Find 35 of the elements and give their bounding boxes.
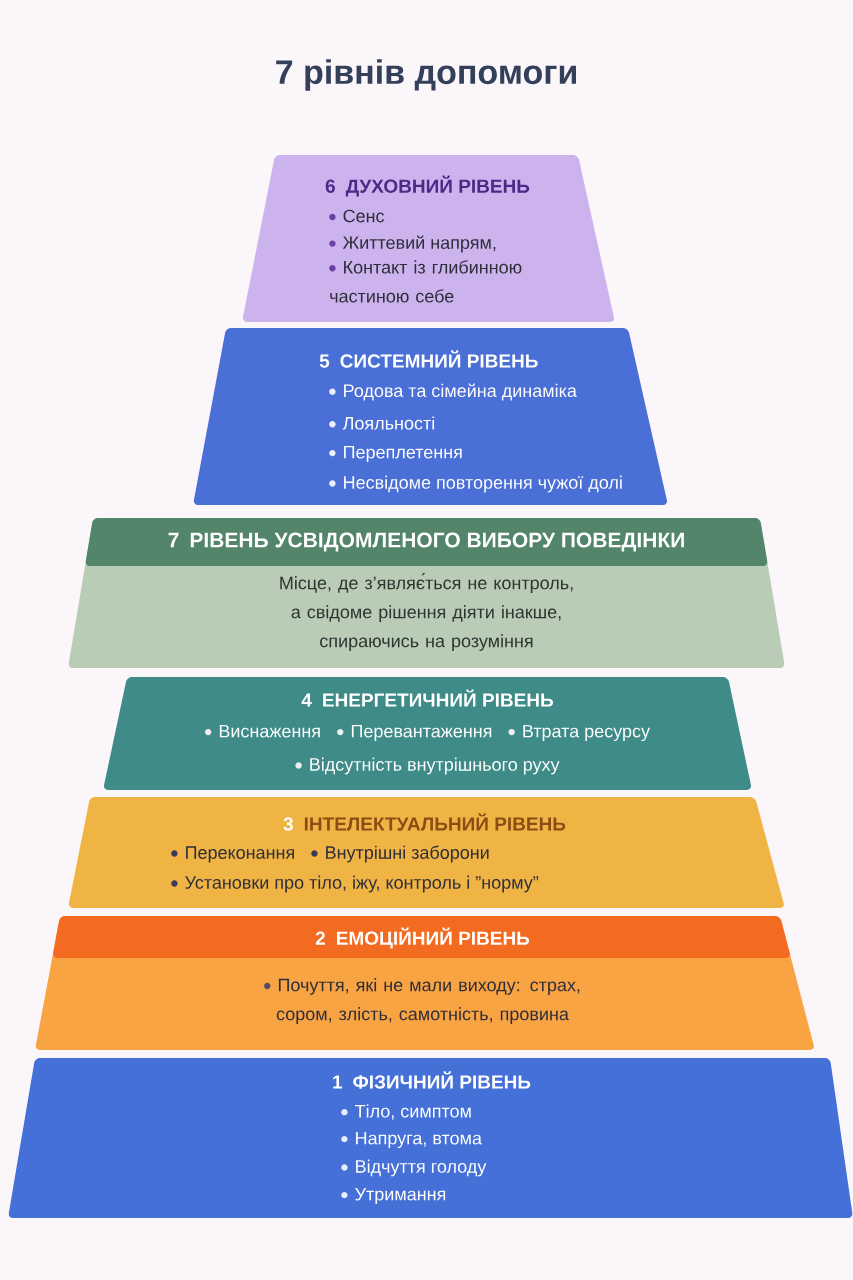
level-heading: ДУХОВНИЙ РІВЕНЬ	[345, 175, 530, 197]
level-heading: ФІЗИЧНИЙ РІВЕНЬ	[353, 1071, 531, 1089]
level-heading: ЕМОЦІЙНИЙ РІВЕНЬ	[337, 927, 530, 949]
bullet-item: Несвідоме повторення чужої долі	[329, 475, 622, 493]
bullet-item: Родова та сімейна динаміка	[329, 383, 577, 401]
level-number: 1	[333, 1075, 343, 1089]
level-heading: СИСТЕМНИЙ РІВЕНЬ	[340, 350, 538, 368]
bullet-item: Переконання	[171, 846, 294, 863]
bullet-item: Напруга, втома	[341, 1131, 482, 1149]
bullet-item: Сенс	[329, 209, 385, 223]
bullet-item: Перевантаження	[337, 724, 492, 742]
bullet-item: Утримання	[341, 1187, 446, 1205]
bullet-item: Контакт із глибинною частиною себе	[329, 260, 522, 303]
bullet-item: Внутрішні заборони	[311, 845, 489, 863]
bullet-item: Переплетення	[329, 445, 462, 463]
bullet-item: Виснаження	[204, 724, 320, 738]
description-text: Місце, де з’являє́ться не контроль, а свідоме рішення діяти інакше, спираючись на розуміння	[280, 573, 573, 651]
level-number: 3	[283, 817, 293, 831]
bullet-item: Лояльності	[329, 416, 434, 430]
level-number: 2	[315, 931, 325, 945]
level-heading: РІВЕНЬ УСВІДОМЛЕНОГО ВИБОРУ ПОВЕДІНКИ	[190, 532, 684, 552]
level-heading: ІНТЕЛЕКТУАЛЬНИЙ РІВЕНЬ	[304, 813, 566, 831]
bullet-item: Відчуття голоду	[341, 1159, 487, 1177]
level-number: 4	[301, 693, 312, 707]
bullet-item: Втрата ресурсу	[508, 724, 650, 742]
bullet-item: Тіло, симптом	[341, 1104, 471, 1120]
bullet-item: Відсутність внутрішнього руху	[295, 757, 560, 775]
level-number: 5	[319, 354, 330, 368]
level-heading: ЕНЕРГЕТИЧНИЙ РІВЕНЬ	[323, 689, 553, 707]
bullet-item: Життевий напрям,	[329, 235, 496, 253]
level-number: 6	[325, 179, 335, 193]
level-number: 7	[168, 532, 179, 548]
bullet-item: Установки про тіло, іжу, контроль і ”норму”	[171, 875, 539, 893]
title: 7 рівнів допомоги	[276, 59, 576, 91]
bullet-item: Почуття, які не мали виходу: страх, сором, злість, самотність, провина	[264, 978, 580, 1024]
